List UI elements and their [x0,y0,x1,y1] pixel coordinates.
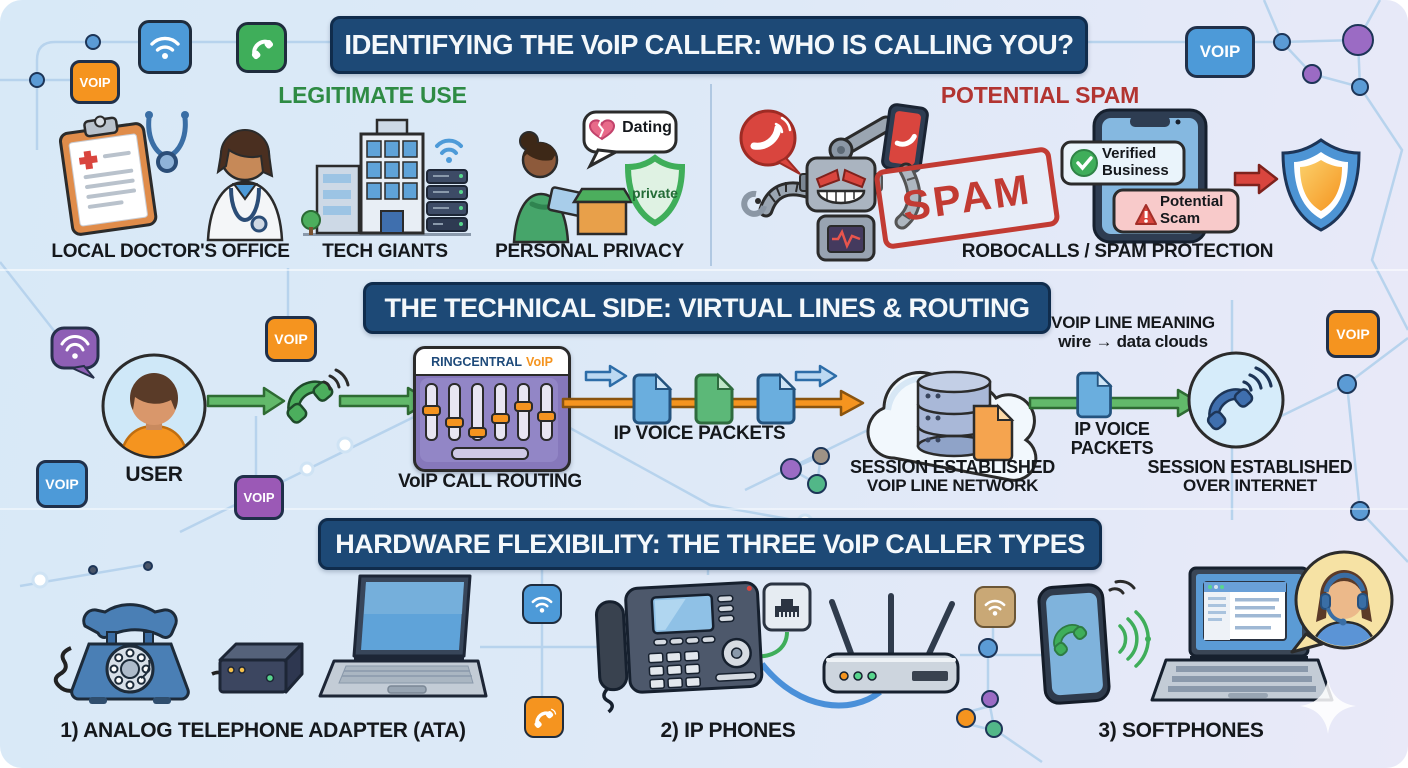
green-handset-icon [286,368,350,424]
rotary-phone-illustration [53,603,190,704]
potential-scam-line1: Potential [1160,193,1224,210]
potential-scam-line2: Scam [1160,210,1201,227]
voice-packet-blue-1 [632,372,673,425]
tech-giants-illustration [301,118,471,236]
protection-shield-icon [1281,138,1361,232]
label-session-internet-1: SESSION ESTABLISHED [1147,457,1353,477]
voip-badge-orange-topleft: VOIP [70,60,120,104]
wifi-icon [138,20,192,74]
wifi-icon-small-blue [522,584,562,624]
label-voip-line-meaning-2: wire → data clouds [1058,332,1208,351]
label-hardware-type-3: 3) SOFTPHONES [1098,719,1264,742]
robocall-robot-illustration [739,103,929,262]
voip-routing-box: RINGCENTRAL VoIP [413,346,571,472]
phone-icon [236,22,287,73]
label-voip-call-routing: VoIP CALL ROUTING [398,471,582,492]
voice-packet-blue-3 [1076,370,1113,419]
ethernet-jack-icon [762,582,812,632]
private-shield-text: private [632,185,678,201]
label-ip-voice-packets: IP VOICE PACKETS [613,423,786,444]
section-divider [710,84,712,266]
green-arrow-1 [206,386,286,416]
voip-network-cloud-illustration [866,370,1038,482]
softphone-laptop-illustration [1150,566,1334,702]
voip-badge-blue-topright: VOIP [1185,26,1255,78]
router-illustration [822,593,960,694]
label-hardware-type-1: 1) ANALOG TELEPHONE ADAPTER (ATA) [60,719,466,742]
ringcentral-voip: VoIP [526,354,553,369]
legitimate-use-header: LEGITIMATE USE [278,82,467,108]
slider-panel [420,378,558,462]
label-hardware-type-2: 2) IP PHONES [660,719,796,742]
label-session-network-2: VOIP LINE NETWORK [866,476,1039,495]
blue-arrow-small-2 [794,364,838,388]
label-user: USER [125,463,183,486]
label-ip-voice-2b: PACKETS [1070,438,1154,458]
label-robocalls-spam: ROBOCALLS / SPAM PROTECTION [961,241,1274,262]
doctor-office-illustration [58,111,284,242]
label-ip-voice-2a: IP VOICE [1074,419,1150,439]
green-arrow-3 [1028,388,1202,418]
verified-business-line2: Business [1102,162,1169,179]
ip-phone-illustration [594,581,764,714]
internet-call-circle-icon [1187,351,1285,449]
label-personal-privacy: PERSONAL PRIVACY [495,241,684,262]
ata-laptop-illustration [318,574,488,698]
headset-agent-illustration [1290,550,1394,654]
ringcentral-brand: RINGCENTRAL [431,354,523,369]
sparkle-decoration [1300,678,1356,734]
voice-packet-green [694,372,735,425]
label-voip-line-meaning-1: VOIP LINE MEANING [1051,313,1215,332]
voice-packet-blue-2 [756,372,797,425]
blue-arrow-small-1 [584,364,628,388]
potential-spam-header: POTENTIAL SPAM [940,82,1140,108]
label-tech-giants: TECH GIANTS [322,241,448,262]
personal-privacy-illustration [512,110,686,244]
voip-badge-orange-mid: VOIP [265,316,317,362]
label-session-network-1: SESSION ESTABLISHED [849,457,1055,477]
verified-business-line1: Verified [1102,145,1157,162]
label-session-internet-2: OVER INTERNET [1182,476,1317,495]
softphone-smartphone-illustration [1037,579,1151,705]
user-avatar [101,353,207,459]
voip-badge-purple-mid: VOIP [234,475,284,520]
banner-identify: IDENTIFYING THE VoIP CALLER: WHO IS CALL… [330,16,1088,74]
banner-technical: THE TECHNICAL SIDE: VIRTUAL LINES & ROUT… [363,282,1051,334]
wifi-speech-bubble-icon [50,326,102,379]
voip-badge-orange-right: VOIP [1326,310,1380,358]
label-doctors-office: LOCAL DOCTOR'S OFFICE [51,241,290,262]
ata-adapter-illustration [211,642,304,694]
banner-hardware: HARDWARE FLEXIBILITY: THE THREE VoIP CAL… [318,518,1102,570]
phone-icon-small-orange [524,696,564,738]
voip-badge-blue-mid: VOIP [36,460,88,508]
dating-bubble-text: Dating [622,119,672,136]
spam-protection-phone-illustration [1060,108,1240,244]
wifi-icon-tan [974,586,1016,628]
red-arrow-icon [1233,163,1279,195]
